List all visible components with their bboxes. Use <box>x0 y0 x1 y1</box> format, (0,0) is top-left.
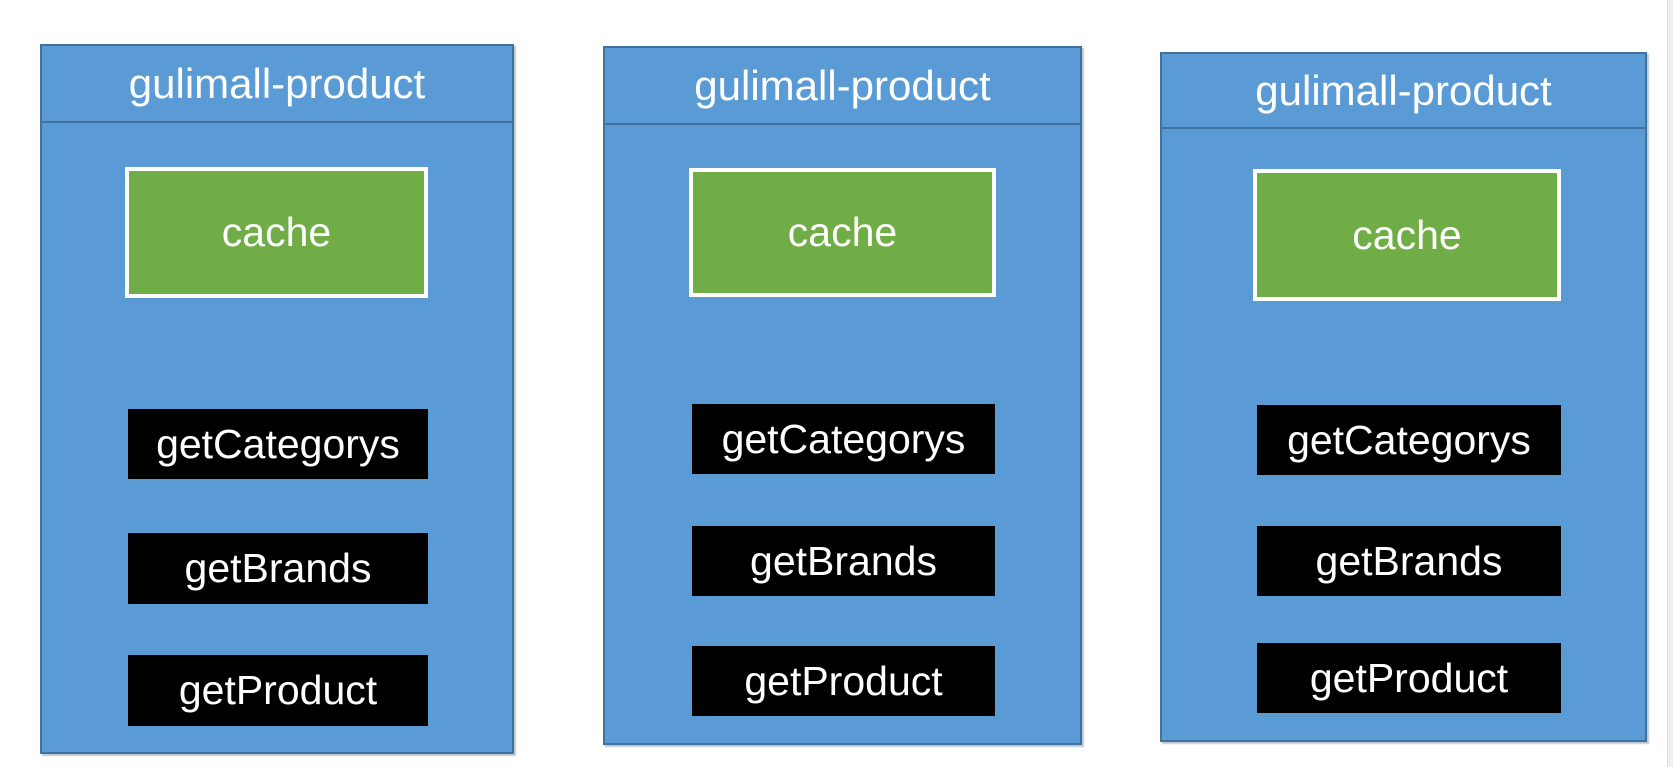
method-label: getProduct <box>744 657 943 704</box>
service-box-3: gulimall-product cache getCategorys getB… <box>1160 52 1647 742</box>
method-label: getBrands <box>184 545 372 591</box>
cache-box: cache <box>1253 169 1561 301</box>
service-box-2: gulimall-product cache getCategorys getB… <box>603 46 1082 745</box>
cache-box: cache <box>125 167 428 298</box>
method-label: getCategorys <box>721 415 966 462</box>
method-label: getCategorys <box>156 420 400 467</box>
method-box-getbrands: getBrands <box>128 533 428 604</box>
cache-box: cache <box>689 168 996 297</box>
method-label: getCategorys <box>1287 416 1531 463</box>
method-box-getproduct: getProduct <box>128 655 428 726</box>
method-box-getcategorys: getCategorys <box>1257 405 1561 475</box>
method-label: getProduct <box>178 667 378 713</box>
cache-label: cache <box>221 209 332 255</box>
method-label: getProduct <box>1309 654 1509 701</box>
method-box-getcategorys: getCategorys <box>692 404 995 474</box>
service-title: gulimall-product <box>605 48 1080 125</box>
method-box-getproduct: getProduct <box>692 646 995 716</box>
method-box-getbrands: getBrands <box>1257 526 1561 596</box>
cache-label: cache <box>787 209 898 255</box>
method-label: getBrands <box>1315 537 1503 584</box>
service-title: gulimall-product <box>1162 54 1645 129</box>
cache-label: cache <box>1352 211 1462 258</box>
service-title: gulimall-product <box>42 46 512 123</box>
service-box-1: gulimall-product cache getCategorys getB… <box>40 44 514 754</box>
method-box-getcategorys: getCategorys <box>128 409 428 479</box>
method-box-getbrands: getBrands <box>692 526 995 596</box>
method-box-getproduct: getProduct <box>1257 643 1561 713</box>
page-edge-strip <box>1667 0 1673 767</box>
method-label: getBrands <box>750 537 937 584</box>
